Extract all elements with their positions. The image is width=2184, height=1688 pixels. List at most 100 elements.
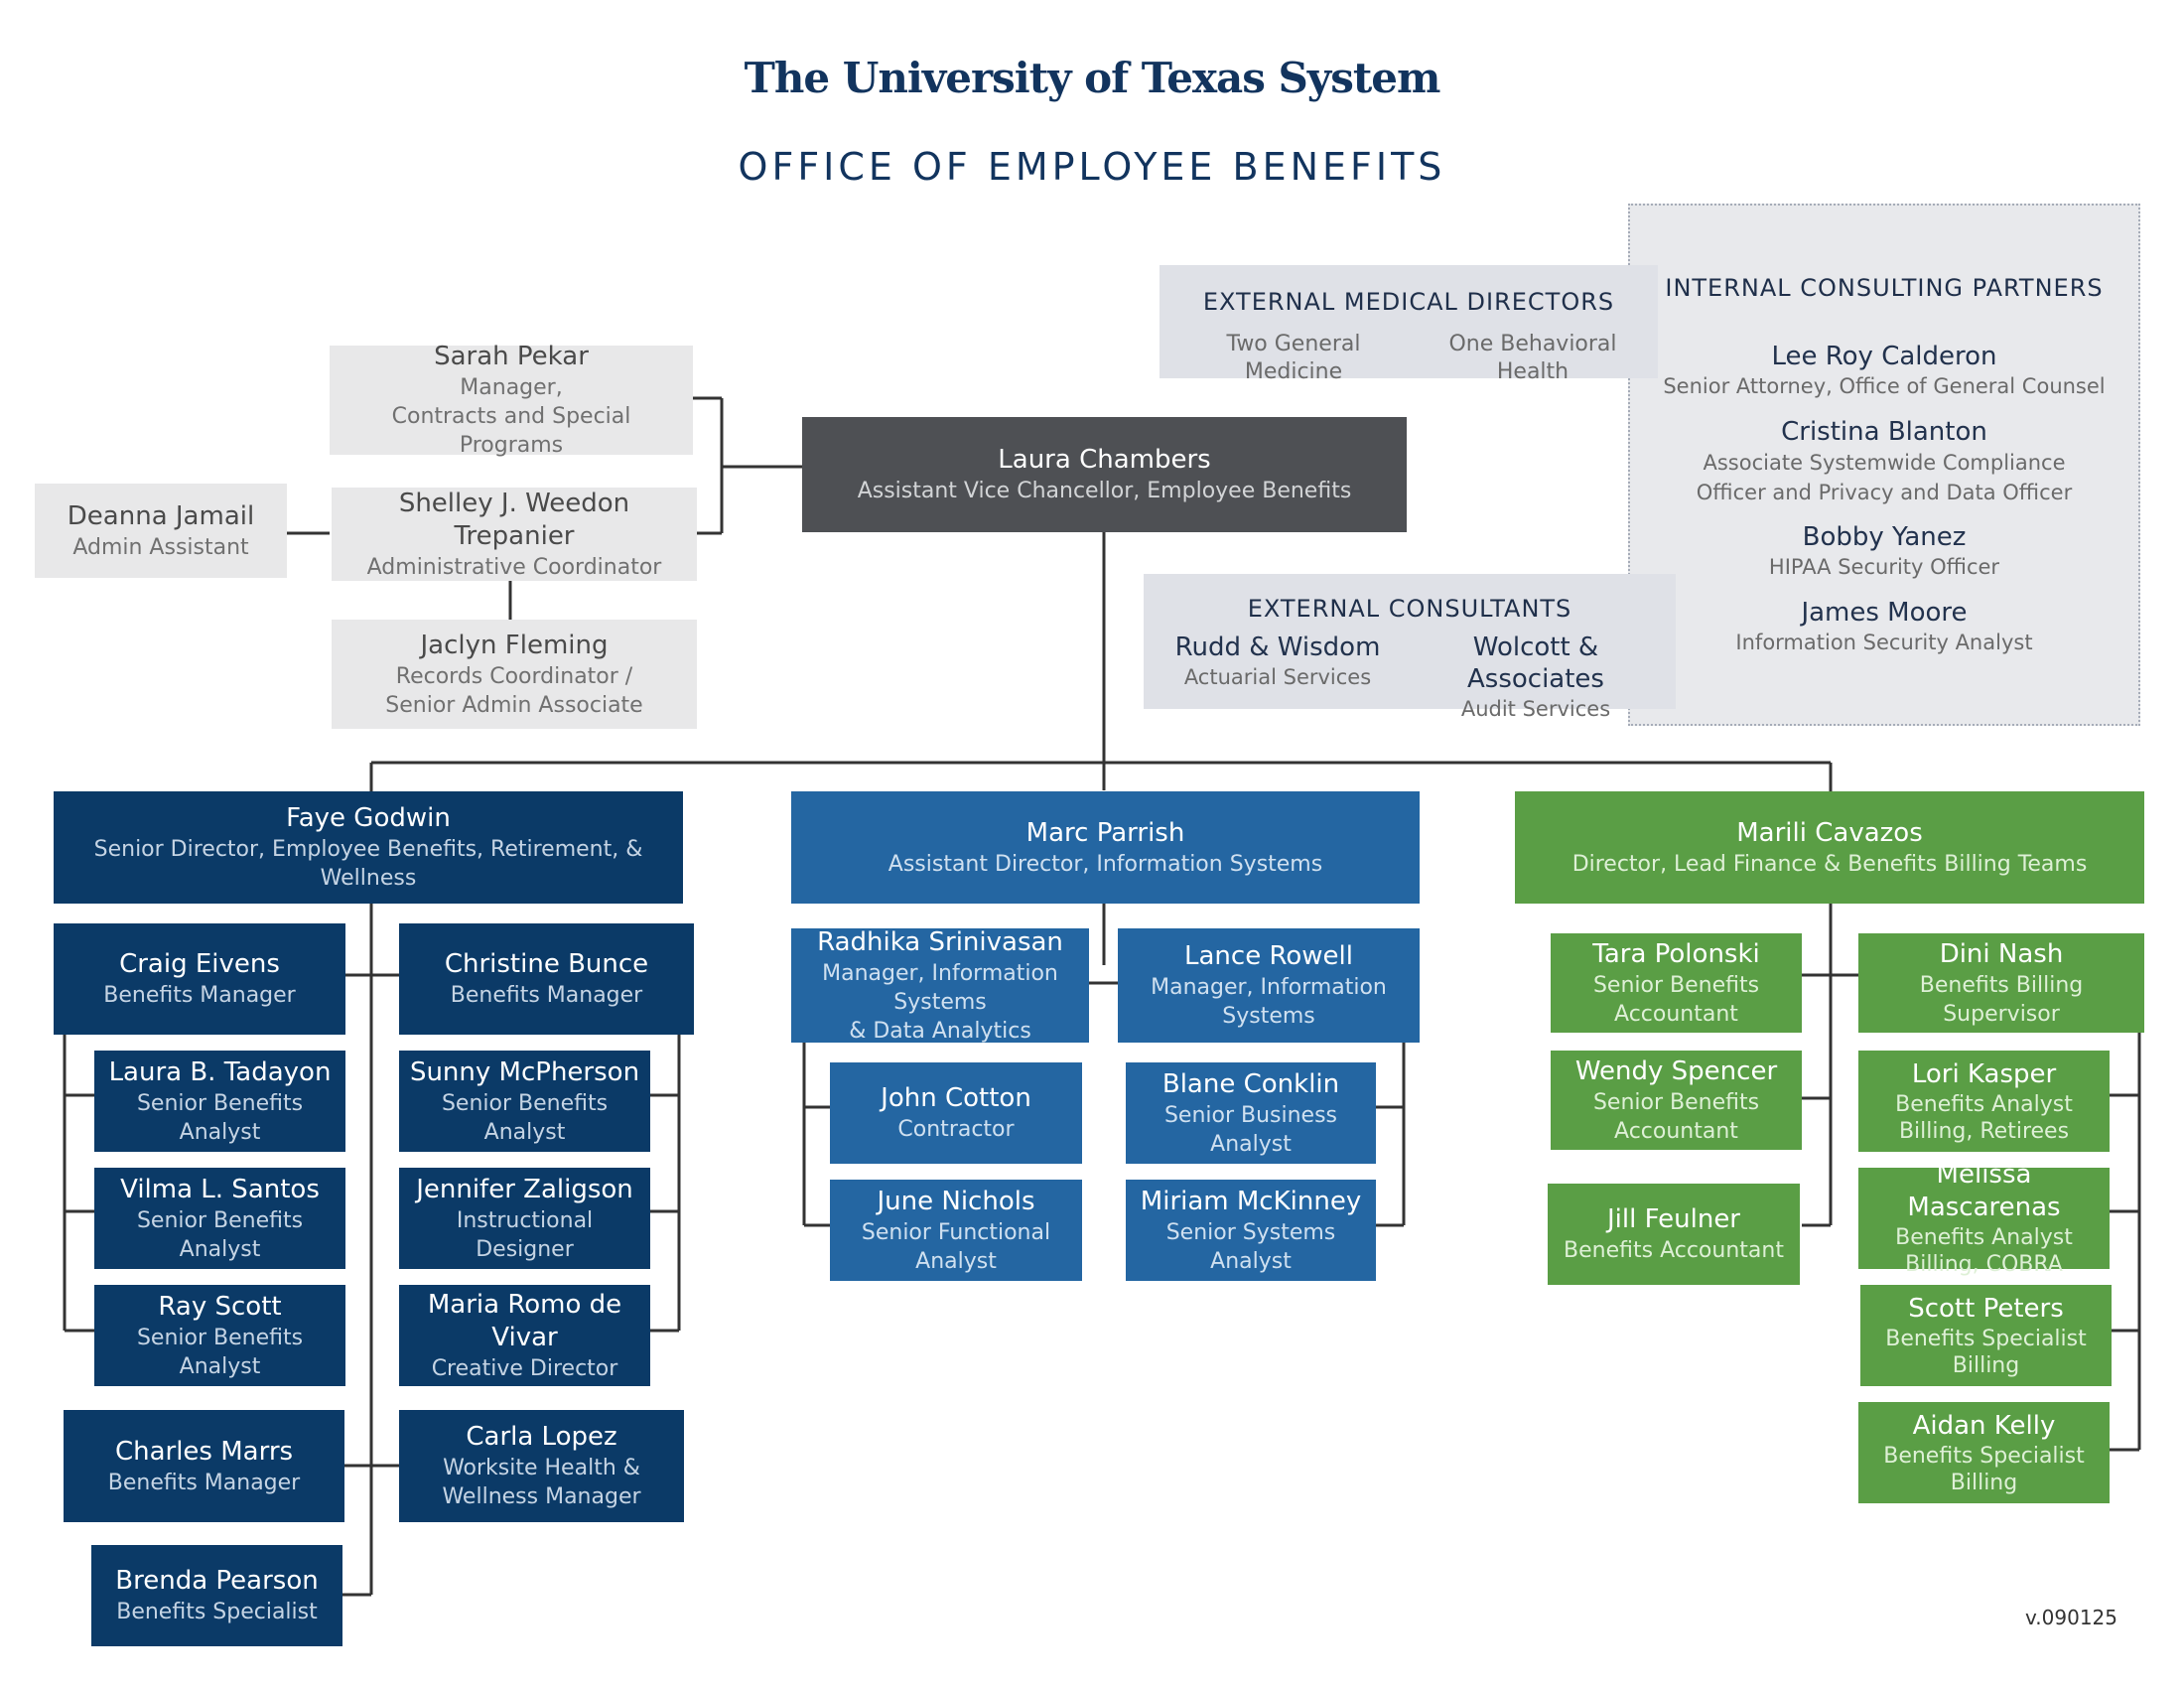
org-box-lori-kasper: Lori Kasper Benefits Analyst Billing, Re…: [1858, 1051, 2110, 1152]
org-box-ray-scott: Ray Scott Senior Benefits Analyst: [94, 1285, 345, 1386]
org-box-vilma-santos: Vilma L. Santos Senior Benefits Analyst: [94, 1168, 345, 1269]
person-name: Maria Romo de Vivar: [427, 1289, 622, 1352]
org-box-shelley-weedon-trepanier: Shelley J. Weedon Trepanier Administrati…: [332, 488, 697, 581]
consultant-role: Audit Services: [1460, 697, 1611, 721]
external-medical-item: Two General Medicine: [1226, 332, 1361, 384]
person-name: June Nichols: [877, 1186, 1035, 1216]
person-name: Brenda Pearson: [115, 1566, 319, 1596]
person-role: Assistant Vice Chancellor, Employee Bene…: [857, 479, 1352, 503]
partner-name: Lee Roy Calderon: [1771, 342, 1997, 371]
org-box-jill-feulner: Jill Feulner Benefits Accountant: [1548, 1184, 1800, 1285]
external-consultants-heading: EXTERNAL CONSULTANTS: [1247, 595, 1572, 623]
external-medical-item: One Behavioral Health: [1448, 332, 1617, 384]
person-name: Jill Feulner: [1607, 1204, 1740, 1234]
external-consultants-panel: EXTERNAL CONSULTANTS Rudd & Wisdom Actua…: [1144, 574, 1676, 721]
person-role: Senior Admin Associate: [385, 692, 643, 718]
person-role: Director, Lead Finance & Benefits Billin…: [1571, 851, 2088, 877]
person-name: Dini Nash: [1939, 938, 2064, 969]
person-name: Christine Bunce: [444, 949, 649, 979]
person-role: Senior Benefits Analyst: [441, 1090, 609, 1145]
person-name: Marili Cavazos: [1736, 817, 1923, 848]
org-box-faye-godwin: Faye Godwin Senior Director, Employee Be…: [54, 791, 683, 904]
org-box-miriam-mckinney: Miriam McKinney Senior Systems Analyst: [1126, 1180, 1376, 1281]
org-box-tara-polonski: Tara Polonski Senior Benefits Accountant: [1551, 933, 1802, 1033]
person-role: Benefits Analyst: [1895, 1091, 2073, 1117]
person-role: Admin Assistant: [72, 534, 249, 560]
org-box-melissa-mascarenas: Melissa Mascarenas Benefits Analyst Bill…: [1858, 1160, 2110, 1277]
person-name: Tara Polonski: [1592, 938, 1760, 969]
org-box-radhika-srinivasan: Radhika Srinivasan Manager, Information …: [791, 926, 1089, 1044]
person-role: Manager, Information Systems: [1151, 975, 1387, 1029]
person-role: Contracts and Special Programs: [391, 404, 631, 458]
person-role: Benefits Analyst: [1895, 1225, 2073, 1250]
person-role: Benefits Specialist: [1883, 1443, 2085, 1469]
person-name: Sunny McPherson: [409, 1056, 640, 1087]
person-role: Billing, COBRA: [1905, 1252, 2063, 1277]
org-box-marili-cavazos: Marili Cavazos Director, Lead Finance & …: [1515, 791, 2144, 904]
org-box-aidan-kelly: Aidan Kelly Benefits Specialist Billing: [1858, 1402, 2110, 1503]
org-box-charles-marrs: Charles Marrs Benefits Manager: [64, 1410, 344, 1522]
person-name: Deanna Jamail: [67, 500, 255, 531]
consultant-name: Rudd & Wisdom: [1174, 633, 1381, 662]
org-box-christine-bunce: Christine Bunce Benefits Manager: [399, 923, 694, 1035]
org-box-jaclyn-fleming: Jaclyn Fleming Records Coordinator / Sen…: [332, 620, 697, 729]
person-role: Contractor: [897, 1117, 1015, 1142]
org-box-craig-eivens: Craig Eivens Benefits Manager: [54, 923, 345, 1035]
external-medical-heading: EXTERNAL MEDICAL DIRECTORS: [1202, 288, 1615, 316]
person-name: Marc Parrish: [1025, 817, 1185, 848]
person-name: Craig Eivens: [119, 949, 280, 979]
org-box-lance-rowell: Lance Rowell Manager, Information System…: [1118, 928, 1420, 1043]
consultant-role: Actuarial Services: [1183, 665, 1372, 689]
person-name: Wendy Spencer: [1574, 1055, 1778, 1086]
org-box-sunny-mcpherson: Sunny McPherson Senior Benefits Analyst: [399, 1051, 650, 1152]
person-role: & Data Analytics: [849, 1018, 1031, 1044]
org-box-john-cotton: John Cotton Contractor: [830, 1062, 1082, 1164]
person-role: Instructional Designer: [456, 1207, 594, 1262]
org-box-jennifer-zaligson: Jennifer Zaligson Instructional Designer: [399, 1168, 650, 1269]
person-name: Vilma L. Santos: [120, 1174, 320, 1204]
consultant-name: Wolcott & Associates: [1467, 633, 1604, 694]
person-role: Manager,: [460, 375, 563, 400]
partner-role: Information Security Analyst: [1735, 631, 2033, 654]
person-role: Benefits Specialist: [116, 1600, 318, 1624]
person-role: Billing: [1952, 1352, 2020, 1378]
internal-consulting-partners-panel: INTERNAL CONSULTING PARTNERS Lee Roy Cal…: [1628, 204, 2140, 726]
person-role: Senior Benefits Analyst: [136, 1325, 304, 1379]
person-role: Benefits Manager: [103, 983, 296, 1008]
internal-partners-heading: INTERNAL CONSULTING PARTNERS: [1665, 274, 2104, 302]
person-role: Benefits Manager: [107, 1470, 301, 1495]
person-name: Laura Chambers: [998, 445, 1211, 475]
person-name: Blane Conklin: [1161, 1068, 1340, 1099]
org-box-wendy-spencer: Wendy Spencer Senior Benefits Accountant: [1551, 1051, 1802, 1150]
person-name: Faye Godwin: [286, 803, 451, 833]
person-role: Senior Benefits Analyst: [136, 1090, 304, 1145]
org-box-scott-peters: Scott Peters Benefits Specialist Billing: [1860, 1285, 2112, 1386]
person-name: John Cotton: [881, 1083, 1031, 1113]
org-box-laura-chambers: Laura Chambers Assistant Vice Chancellor…: [802, 417, 1407, 532]
person-role: Benefits Billing Supervisor: [1919, 972, 2084, 1027]
org-box-laura-tadayon: Laura B. Tadayon Senior Benefits Analyst: [94, 1051, 345, 1152]
version-label: v.090125: [2025, 1606, 2117, 1629]
partner-role: Associate Systemwide Compliance Officer …: [1696, 451, 2073, 504]
person-role: Worksite Health &: [443, 1456, 640, 1480]
person-name: Carla Lopez: [466, 1422, 617, 1452]
partner-role: HIPAA Security Officer: [1768, 555, 2000, 579]
person-name: Aidan Kelly: [1912, 1410, 2056, 1441]
partner-name: Cristina Blanton: [1781, 417, 1987, 447]
org-box-marc-parrish: Marc Parrish Assistant Director, Informa…: [791, 791, 1420, 904]
org-box-brenda-pearson: Brenda Pearson Benefits Specialist: [91, 1545, 342, 1646]
person-role: Records Coordinator /: [395, 663, 633, 689]
person-name: Lance Rowell: [1184, 941, 1353, 971]
person-role: Senior Business Analyst: [1163, 1102, 1338, 1157]
person-name: Laura B. Tadayon: [108, 1056, 332, 1087]
partner-name: Bobby Yanez: [1802, 522, 1967, 552]
person-name: Ray Scott: [158, 1291, 282, 1322]
person-name: Radhika Srinivasan: [817, 926, 1063, 957]
org-box-sarah-pekar: Sarah Pekar Manager, Contracts and Speci…: [330, 342, 693, 458]
person-role: Billing, Retirees: [1898, 1118, 2070, 1144]
page-subtitle: OFFICE OF EMPLOYEE BENEFITS: [738, 145, 1446, 189]
page-title: The University of Texas System: [744, 54, 1441, 102]
org-box-june-nichols: June Nichols Senior Functional Analyst: [830, 1180, 1082, 1281]
person-name: Charles Marrs: [114, 1436, 294, 1467]
